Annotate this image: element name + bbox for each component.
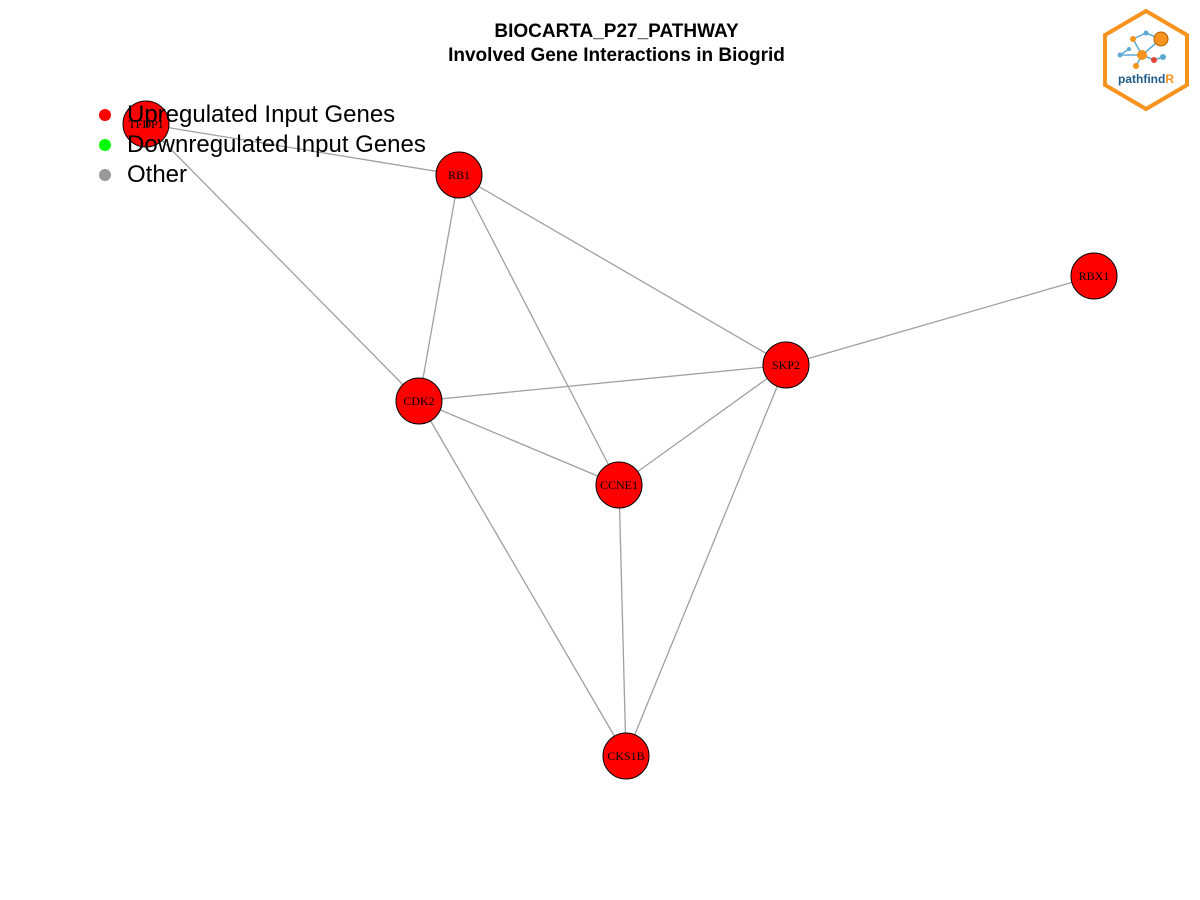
node-label: CKS1B [607,749,644,763]
legend-label: Downregulated Input Genes [127,131,426,158]
node-circle[interactable] [602,732,650,780]
node-cdk2[interactable]: CDK2 [395,377,443,425]
edge-rb1-cdk2 [418,174,460,402]
edge-rbx1-skp2 [785,275,1095,366]
node-label: RB1 [448,168,470,182]
logo-nodes-icon [1117,30,1169,69]
edge-skp2-cks1b [625,364,787,757]
edge-cdk2-skp2 [418,364,787,402]
legend-dot-icon [99,169,111,181]
edge-tfdp1-cdk2 [145,123,420,402]
node-tfdp1[interactable]: TFDP1 [122,100,170,148]
legend-label: Other [127,161,188,188]
node-label: TFDP1 [128,117,163,131]
edge-skp2-ccne1 [618,364,787,486]
node-rb1[interactable]: RB1 [435,151,483,199]
edge-ccne1-cks1b [618,484,627,757]
node-label: CDK2 [403,394,434,408]
node-skp2[interactable]: SKP2 [762,341,810,389]
chart-title: BIOCARTA_P27_PATHWAY [494,21,739,42]
pathfindr-logo: pathfindR [1103,8,1189,112]
edge-rb1-ccne1 [458,174,620,486]
node-circle[interactable] [762,341,810,389]
legend-dot-icon [99,109,111,121]
node-rbx1[interactable]: RBX1 [1070,252,1118,300]
node-label: RBX1 [1079,269,1110,283]
legend-dot-icon [99,139,111,151]
node-label: SKP2 [772,358,800,372]
legend-label: Upregulated Input Genes [127,101,396,128]
edge-tfdp1-rb1 [145,123,460,176]
edges-layer [145,123,1095,757]
node-label: CCNE1 [600,478,638,492]
chart-subtitle: Involved Gene Interactions in Biogrid [448,45,785,66]
node-circle[interactable] [595,461,643,509]
node-circle[interactable] [1070,252,1118,300]
node-cks1b[interactable]: CKS1B [602,732,650,780]
logo-text: pathfindR [1118,72,1174,86]
logo-hexagon [1103,8,1189,112]
edge-cdk2-ccne1 [418,400,620,486]
edge-rb1-skp2 [458,174,787,366]
node-ccne1[interactable]: CCNE1 [595,461,643,509]
node-circle[interactable] [122,100,170,148]
edge-cdk2-cks1b [418,400,627,757]
node-circle[interactable] [435,151,483,199]
node-circle[interactable] [395,377,443,425]
